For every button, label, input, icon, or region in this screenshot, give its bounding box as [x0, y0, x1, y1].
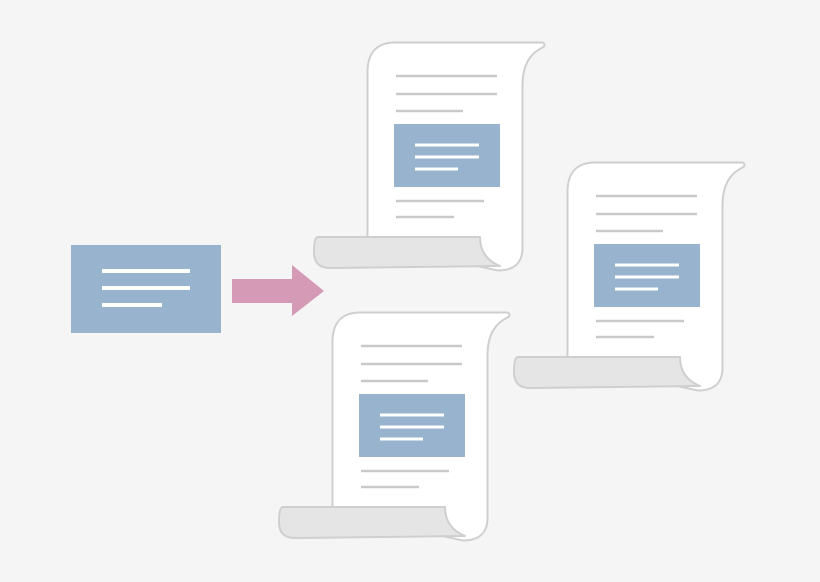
document-scroll-top [313, 41, 546, 272]
scroll-curl [313, 236, 501, 269]
scroll-curl [513, 356, 701, 389]
diagram-layer [71, 41, 746, 542]
document-scroll-bottom [278, 311, 511, 542]
scroll-curl [278, 506, 466, 539]
right-arrow-icon [232, 265, 324, 316]
distribute-arrow [232, 265, 324, 316]
document-scroll-right [513, 161, 746, 392]
source-content-block [71, 245, 221, 333]
